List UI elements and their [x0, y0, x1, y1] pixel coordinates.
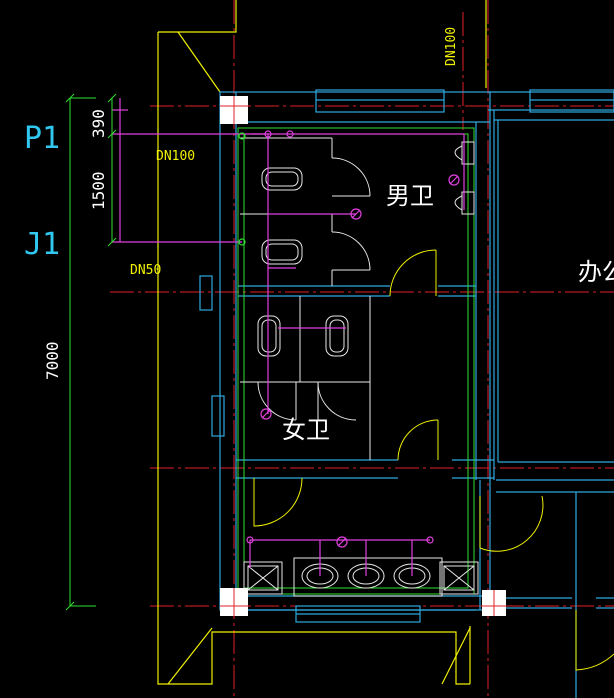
label-dn100-left: DN100 [156, 149, 195, 164]
pipe-nodes [246, 130, 460, 548]
dim-390: 390 [89, 109, 108, 138]
label-mens-room: 男卫 [386, 182, 434, 210]
label-womens-room: 女卫 [282, 416, 330, 444]
dimension-lines [65, 93, 117, 611]
label-dn50: DN50 [130, 263, 161, 278]
label-p1: P1 [24, 121, 60, 156]
label-office: 办公 [578, 258, 614, 286]
dim-1500: 1500 [89, 171, 108, 210]
column-axes [220, 96, 506, 616]
fixtures [240, 137, 479, 597]
label-dn100-top: DN100 [444, 27, 459, 66]
axis-lines [110, 0, 614, 698]
dim-7000: 7000 [43, 341, 62, 380]
building-outline [157, 0, 487, 685]
doors [253, 249, 614, 671]
pipes [112, 98, 465, 576]
walls [199, 89, 614, 698]
label-j1: J1 [24, 227, 60, 262]
supply-nodes [238, 132, 246, 246]
